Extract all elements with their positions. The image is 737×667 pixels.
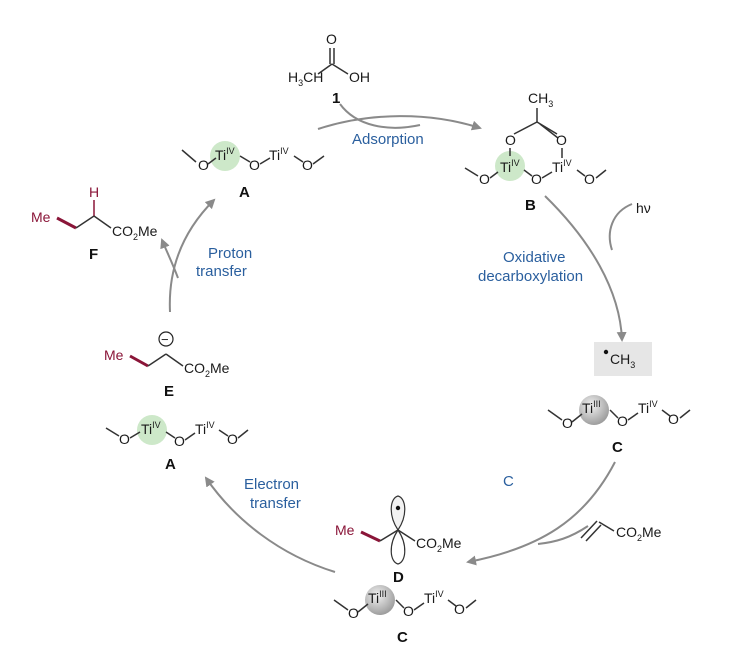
arrow-oxidative	[544, 195, 627, 342]
arrow-product-out	[160, 238, 179, 279]
arrow-adsorption	[317, 115, 482, 131]
svg-text:O: O	[174, 433, 185, 449]
svg-text:TiIV: TiIV	[552, 158, 572, 175]
arrow-acrylate-in	[537, 525, 589, 545]
label-proton-line2: transfer	[196, 263, 247, 280]
svg-text:TiIV: TiIV	[424, 589, 444, 606]
compound-label-C-bottom: C	[397, 629, 408, 646]
svg-text:O: O	[249, 157, 260, 173]
methyl-radical-box: CH3	[594, 342, 652, 376]
compound-label-F: F	[89, 246, 98, 263]
arrow-electron-transfer	[204, 476, 336, 573]
compound-1-acetic-acid: O H3CH OH 1	[288, 31, 370, 107]
compound-C-bottom: O TiIII O TiIV O C	[333, 585, 477, 646]
svg-text:O: O	[584, 171, 595, 187]
svg-text:TiIII: TiIII	[368, 589, 387, 606]
negative-charge-circle	[158, 331, 174, 347]
compound-A-top: O TiIV O TiIV O A	[181, 141, 325, 201]
p-orbital-lobe-bottom	[390, 528, 406, 565]
compound-F-product: Me H CO2Me F	[31, 184, 158, 263]
svg-text:O: O	[556, 132, 567, 148]
svg-text:O: O	[119, 431, 130, 447]
svg-text:O: O	[562, 415, 573, 431]
compound-label-C-right: C	[612, 439, 623, 456]
compound-A-left: O TiIV O TiIV O A	[105, 415, 249, 473]
label-c-step: C	[503, 473, 514, 490]
svg-text:CO2Me: CO2Me	[112, 223, 158, 242]
label-proton-line1: Proton	[208, 245, 252, 262]
svg-text:Me: Me	[104, 347, 124, 363]
svg-text:Me: Me	[31, 209, 51, 225]
arrow-acetic-acid-in	[339, 103, 421, 129]
compound-label-D: D	[393, 569, 404, 586]
label-electron-line1: Electron	[244, 476, 299, 493]
label-oxidative-line1: Oxidative	[503, 249, 566, 266]
svg-text:CO2Me: CO2Me	[184, 360, 230, 379]
svg-text:CH3: CH3	[610, 351, 635, 370]
compound-label-A-top: A	[239, 184, 250, 201]
svg-text:CH3: CH3	[528, 90, 553, 109]
label-hv: hν	[636, 200, 651, 216]
svg-text:TiIV: TiIV	[195, 420, 215, 437]
svg-text:O: O	[531, 171, 542, 187]
svg-text:CO2Me: CO2Me	[416, 535, 462, 554]
cycle-arrows	[160, 103, 633, 573]
p-orbital-lobe-top	[390, 495, 406, 532]
svg-text:O: O	[227, 431, 238, 447]
arrow-proton-transfer	[168, 198, 216, 313]
compound-D-radical: Me CO2Me D	[335, 495, 462, 586]
svg-text:O: O	[302, 157, 313, 173]
ti-active-site-halo	[495, 151, 525, 181]
atom-H3C: H3CH	[288, 69, 323, 88]
arrow-radical-addition	[466, 461, 616, 566]
compound-B: CH3 O O O TiIV O TiIV O B	[464, 90, 607, 214]
label-electron-line2: transfer	[250, 495, 301, 512]
methyl-acrylate: CO2Me	[580, 520, 662, 543]
ti-iii-sphere	[365, 585, 395, 615]
svg-text:Me: Me	[335, 522, 355, 538]
svg-text:TiIII: TiIII	[582, 399, 601, 416]
atom-OH: OH	[349, 69, 370, 85]
ti-active-site-halo	[137, 415, 167, 445]
compound-label-A-left: A	[165, 456, 176, 473]
ti-iii-sphere	[579, 395, 609, 425]
svg-text:TiIV: TiIV	[141, 420, 161, 437]
compound-E-carbanion: Me − CO2Me E	[104, 331, 230, 400]
label-adsorption: Adsorption	[352, 131, 424, 148]
arrow-hv-in	[608, 203, 633, 251]
compound-label-1: 1	[332, 90, 340, 107]
svg-text:H: H	[89, 184, 99, 200]
svg-text:O: O	[348, 605, 359, 621]
svg-text:TiIV: TiIV	[500, 158, 520, 175]
ti-active-site-halo	[210, 141, 240, 171]
svg-text:O: O	[617, 413, 628, 429]
label-oxidative-line2: decarboxylation	[478, 268, 583, 285]
svg-text:O: O	[479, 171, 490, 187]
svg-text:TiIV: TiIV	[215, 146, 235, 163]
svg-text:TiIV: TiIV	[269, 146, 289, 163]
svg-text:O: O	[454, 601, 465, 617]
compound-label-B: B	[525, 197, 536, 214]
svg-text:CO2Me: CO2Me	[616, 524, 662, 543]
compound-label-E: E	[164, 383, 174, 400]
svg-text:O: O	[505, 132, 516, 148]
svg-text:O: O	[668, 411, 679, 427]
svg-text:O: O	[198, 157, 209, 173]
svg-text:TiIV: TiIV	[638, 399, 658, 416]
compound-C-right: O TiIII O TiIV O C	[547, 395, 691, 456]
svg-text:−: −	[161, 332, 169, 347]
svg-text:O: O	[403, 603, 414, 619]
atom-O: O	[326, 31, 337, 47]
